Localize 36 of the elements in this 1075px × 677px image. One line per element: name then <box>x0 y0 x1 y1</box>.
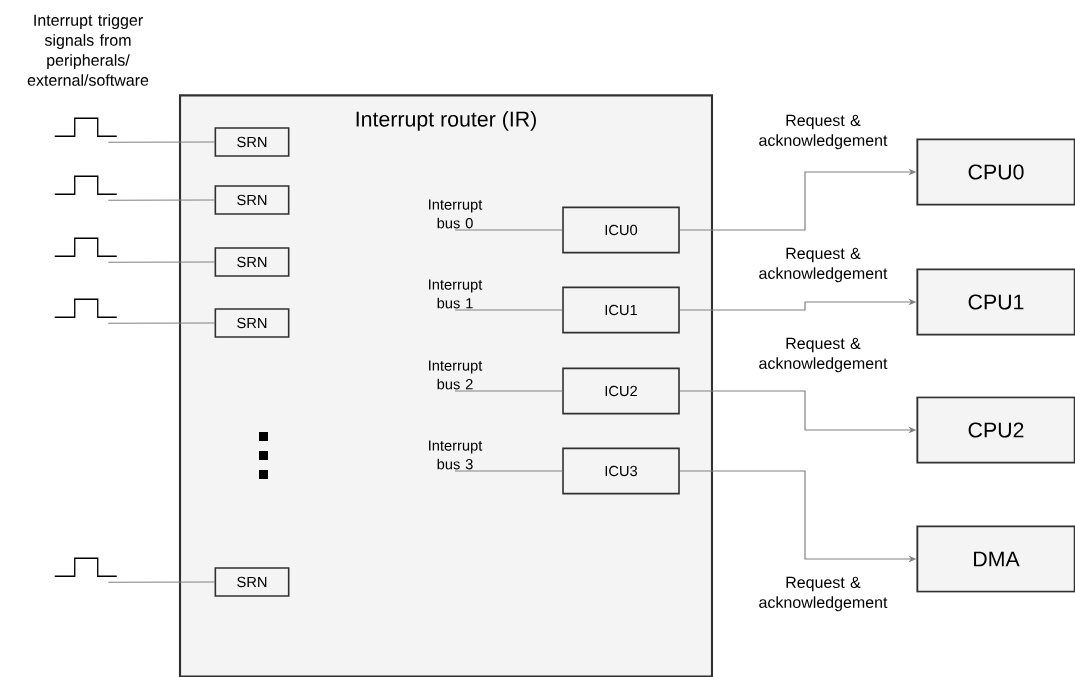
pulse-symbol <box>54 237 118 257</box>
edge-label: Request & acknowledgement <box>759 247 888 283</box>
icu-box: ICU3 <box>562 447 680 495</box>
srn-box: SRN <box>214 567 290 597</box>
connector <box>107 141 216 143</box>
connector <box>454 229 563 231</box>
target-box: CPU2 <box>916 396 1075 464</box>
bus-label: Interrupt bus 2 <box>429 360 483 390</box>
edge-label: Request & acknowledgement <box>759 337 888 373</box>
connector <box>107 199 216 201</box>
connector <box>454 309 563 311</box>
icu-box: ICU0 <box>562 206 680 254</box>
target-box: CPU0 <box>916 138 1075 206</box>
connector <box>107 581 216 583</box>
srn-box: SRN <box>214 127 290 157</box>
bus-label: Interrupt bus 1 <box>429 279 483 309</box>
icu-box: ICU1 <box>562 286 680 334</box>
target-box: CPU1 <box>916 268 1075 336</box>
srn-box: SRN <box>214 247 290 277</box>
srn-box: SRN <box>214 185 290 215</box>
icu-box: ICU2 <box>562 367 680 415</box>
connector <box>454 390 563 392</box>
edge-label: Request & acknowledgement <box>759 114 888 150</box>
edge-label: Request & acknowledgement <box>759 576 888 612</box>
connector <box>107 322 216 324</box>
pulse-symbol <box>54 298 118 318</box>
connector <box>454 470 563 472</box>
srn-box: SRN <box>214 308 290 338</box>
target-box: DMA <box>916 525 1075 593</box>
bus-label: Interrupt bus 0 <box>429 199 483 229</box>
pulse-symbol <box>54 557 118 577</box>
input-caption: Interrupt trigger signals from peripherals/ external/software <box>27 14 149 86</box>
connector <box>107 261 216 263</box>
bus-label: Interrupt bus 3 <box>429 440 483 470</box>
pulse-symbol <box>54 117 118 137</box>
pulse-symbol <box>54 175 118 195</box>
